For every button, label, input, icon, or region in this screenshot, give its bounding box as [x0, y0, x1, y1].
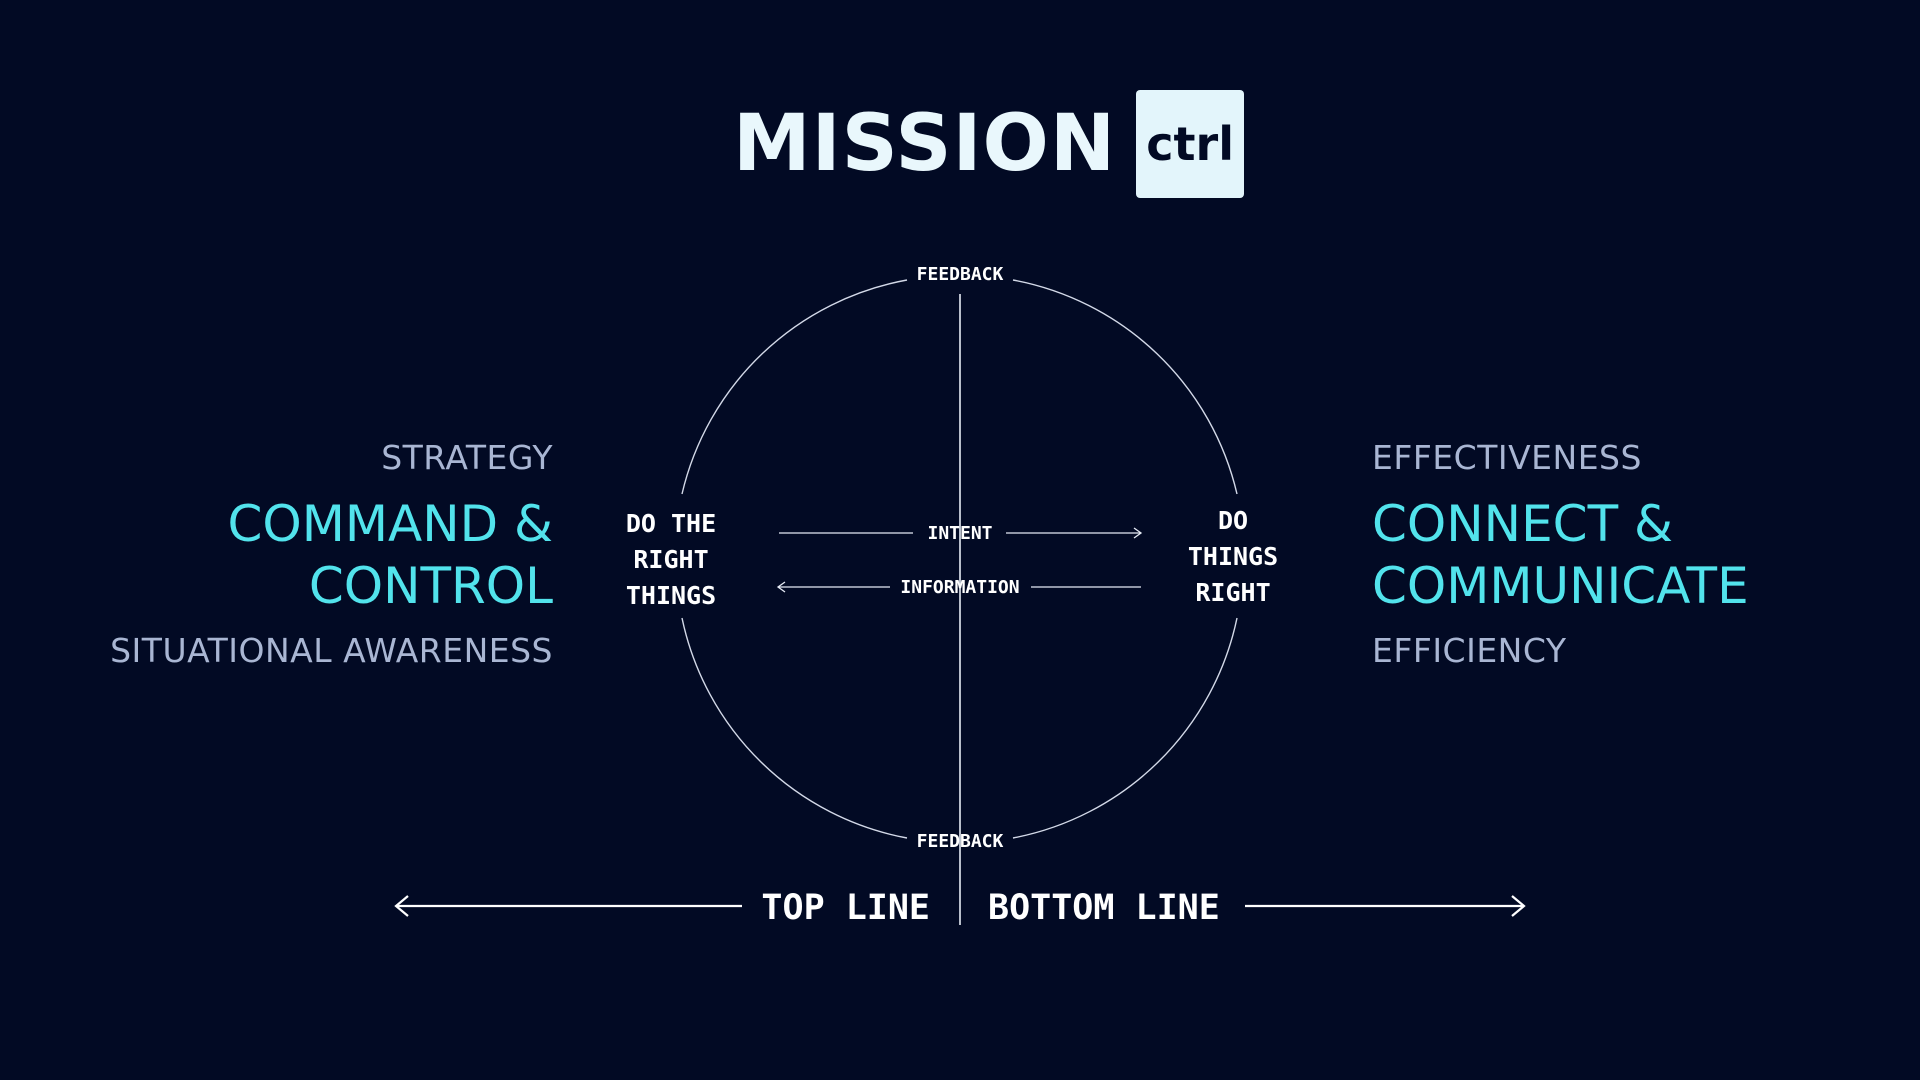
feedback-bottom-label: FEEDBACK [917, 831, 1004, 852]
left-node-line2: RIGHT [633, 545, 708, 574]
top-line-label: TOP LINE [761, 888, 930, 928]
top-line-arrow-head [394, 895, 409, 917]
right-node-line2: THINGS [1188, 542, 1278, 571]
logo-badge: ctrl [1136, 90, 1245, 198]
feedback-top-label: FEEDBACK [917, 264, 1004, 285]
left-node-line1: DO THE [626, 509, 716, 538]
right-headline-line2: COMMUNICATE [1372, 557, 1749, 615]
circle-arc-upper-left [681, 279, 908, 495]
left-headline-line1: COMMAND & [227, 495, 553, 553]
circle-arc-lower-left [681, 617, 908, 839]
logo-badge-text: ctrl [1146, 117, 1234, 171]
right-node-line3: RIGHT [1195, 578, 1270, 607]
right-bottom-label: EFFICIENCY [1372, 631, 1567, 670]
information-arrow-head [776, 581, 786, 593]
bottom-line-arrow-head [1511, 895, 1526, 917]
right-node-line1: DO [1218, 506, 1248, 535]
right-top-label: EFFECTIVENESS [1372, 438, 1642, 477]
left-top-label: STRATEGY [381, 438, 553, 477]
circle-arc-lower-right [1012, 617, 1238, 839]
left-node-line3: THINGS [626, 581, 716, 610]
logo-wordmark: MISSION [733, 99, 1117, 189]
right-headline-line1: CONNECT & [1372, 495, 1674, 553]
logo: MISSION ctrl [733, 90, 1245, 198]
bottom-line-label: BOTTOM LINE [988, 888, 1220, 928]
left-headline: COMMAND & CONTROL [227, 493, 553, 617]
information-label: INFORMATION [900, 577, 1019, 598]
circle-arc-upper-right [1012, 279, 1238, 495]
right-headline: CONNECT & COMMUNICATE [1372, 493, 1749, 617]
intent-arrow-head [1133, 527, 1143, 539]
left-bottom-label: SITUATIONAL AWARENESS [110, 631, 553, 670]
intent-label: INTENT [927, 523, 992, 544]
left-headline-line2: CONTROL [308, 557, 553, 615]
